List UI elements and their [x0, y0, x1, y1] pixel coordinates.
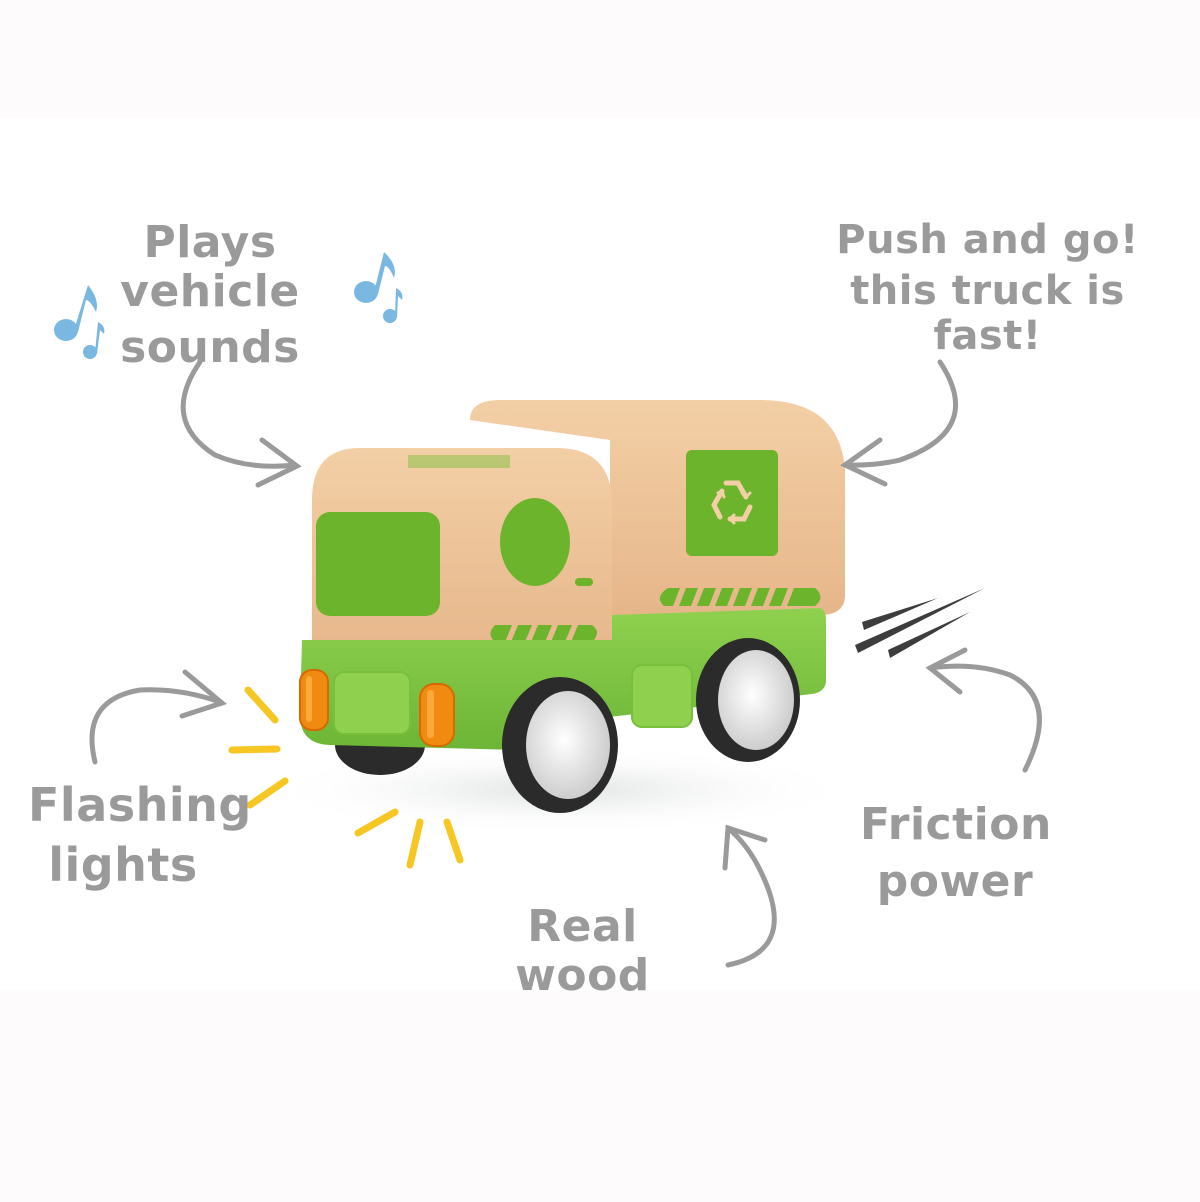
callout-friction: Friction power [860, 799, 1052, 908]
callout-friction-line2: power [876, 856, 1034, 908]
callout-push-go-line1: Push and go! [836, 217, 1139, 263]
callout-sounds-line2: sounds [120, 321, 300, 373]
recycle-icon [711, 480, 753, 525]
light-glare-left [306, 676, 312, 722]
callout-wood: Real wood [460, 902, 705, 1001]
curved-arrow-icon [925, 647, 1042, 773]
door-handle [575, 578, 593, 586]
side-step [631, 664, 693, 728]
callout-push-go-line2: this truck is fast! [850, 267, 1125, 359]
bottom-band [0, 990, 1200, 1202]
tank-stripes [659, 588, 821, 606]
callout-lights-line2: lights [48, 837, 198, 892]
tail-light-left [299, 669, 329, 731]
music-note-icon [354, 252, 403, 323]
light-rays-icon [228, 686, 464, 869]
top-band [0, 0, 1200, 118]
callout-friction-line1: Friction [860, 799, 1052, 850]
curved-arrow-icon [722, 824, 777, 968]
curved-arrow-icon [840, 359, 958, 487]
toy-truck [299, 400, 845, 813]
light-glare-right [427, 690, 434, 738]
wheel-rear [696, 638, 800, 762]
cab-stripes [490, 625, 597, 642]
callout-push-go: Push and go! this truck is fast! [810, 218, 1165, 358]
curved-arrow-icon [180, 359, 302, 488]
recycle-panel [686, 450, 778, 556]
callout-sounds-line1: Plays vehicle [120, 217, 300, 318]
license-plate [333, 671, 411, 735]
truck-windshield [316, 512, 440, 616]
speed-lines-icon [855, 588, 985, 658]
tail-light-right [419, 683, 455, 747]
side-window [500, 498, 570, 586]
music-note-icon [54, 285, 105, 359]
callout-wood-line1: Real wood [515, 901, 650, 1002]
callout-sounds: Plays vehicle sounds [60, 218, 360, 372]
curved-arrow-icon [89, 669, 228, 765]
cab-roof-stripe [408, 455, 510, 468]
wheel-front [502, 677, 618, 813]
callout-lights-line1: Flashing [28, 778, 252, 832]
callout-lights: Flashing lights [28, 778, 252, 892]
